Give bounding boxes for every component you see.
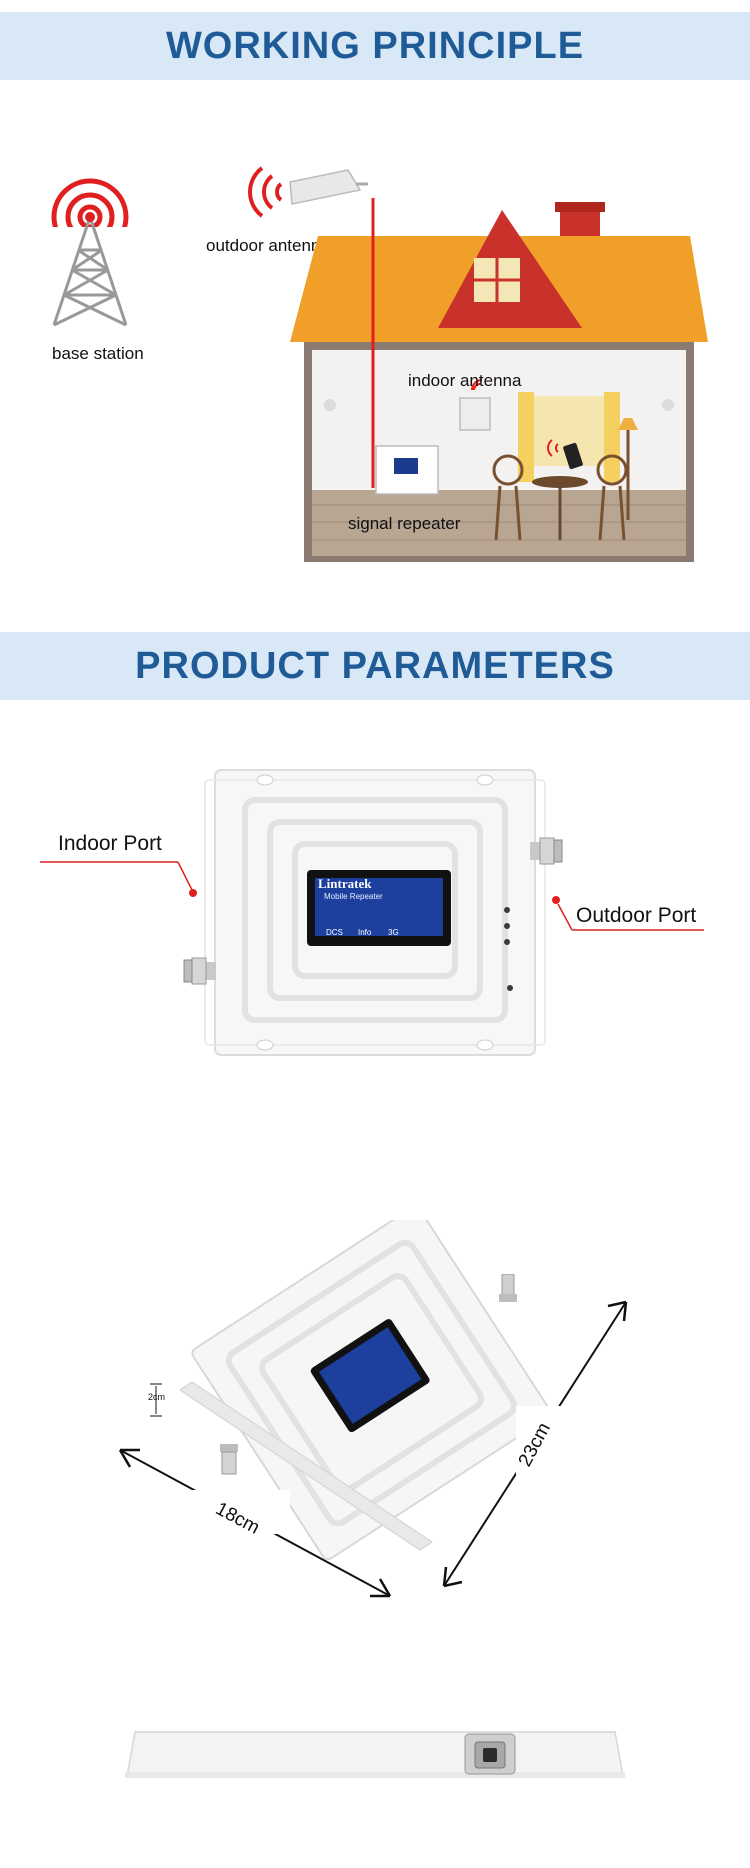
repeater-front-view [175, 760, 575, 1060]
product-parameters-title: PRODUCT PARAMETERS [135, 644, 615, 687]
length-dimension-arrow [436, 1296, 636, 1596]
angled-bottom-connector-icon [214, 1444, 244, 1476]
angled-top-connector-icon [496, 1274, 520, 1304]
base-station-tower-icon [42, 175, 142, 335]
outdoor-port-pointer [548, 894, 708, 934]
lcd-subtitle: Mobile Repeater [324, 892, 383, 901]
indoor-port-pointer [40, 860, 200, 900]
outdoor-port-connector-icon [530, 836, 564, 866]
base-station-label: base station [52, 344, 144, 363]
working-principle-banner: WORKING PRINCIPLE [0, 12, 750, 80]
repeater-angled-view [170, 1220, 570, 1560]
product-parameters-banner: PRODUCT PARAMETERS [0, 632, 750, 700]
signal-cable [370, 198, 390, 498]
indoor-port-label: Indoor Port [58, 832, 162, 855]
height-dimension-arrow [148, 1382, 164, 1418]
lcd-band-mid: Info [358, 928, 372, 937]
height-dimension-label: 2cm [148, 1392, 166, 1402]
repeater-side-view [125, 1720, 625, 1780]
lcd-brand: Lintratek [318, 876, 372, 891]
indoor-antenna-label: indoor antenna [408, 371, 522, 390]
outdoor-antenna-icon [248, 162, 368, 232]
lcd-band-left: DCS [326, 928, 343, 937]
width-dimension-arrow [110, 1440, 410, 1610]
lcd-band-right: 3G [388, 928, 399, 937]
indoor-port-connector-icon [182, 956, 216, 986]
working-principle-title: WORKING PRINCIPLE [165, 24, 585, 67]
outdoor-port-label: Outdoor Port [576, 904, 697, 927]
signal-repeater-label: signal repeater [348, 514, 461, 533]
outdoor-antenna-label: outdoor antenna [206, 236, 330, 255]
